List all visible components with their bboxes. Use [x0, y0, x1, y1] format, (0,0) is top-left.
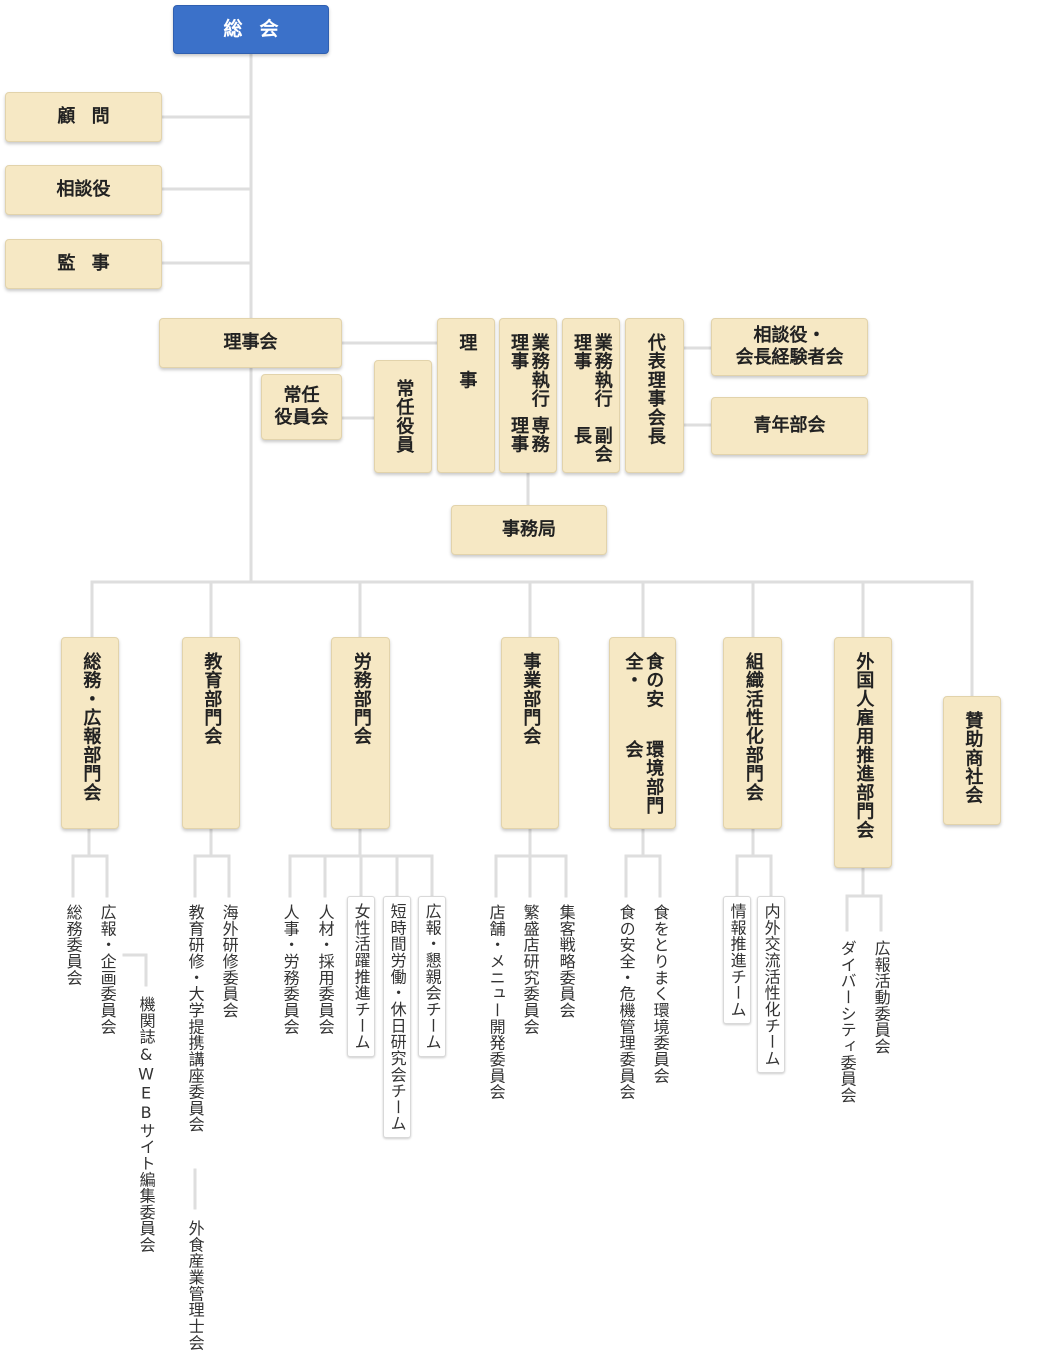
committee-label: 食をとりまく環境委員会	[650, 904, 670, 1084]
committee-label: 短時間労働・休日研究会チーム	[383, 896, 411, 1139]
executive-vice-chair-line1: 業務執行理事	[571, 333, 613, 408]
standing-committee-line1: 常任	[283, 384, 320, 406]
division-general-affairs-pr: 総務・広報部門会	[61, 637, 119, 829]
representative-director-line1: 代表理事	[644, 333, 666, 408]
division-label: 外国人雇用推進部門会	[853, 652, 875, 840]
committee-label: 人材・採用委員会	[315, 904, 335, 1035]
former-chairs-box: 相談役・ 会長経験者会	[711, 318, 868, 376]
committee-label: 外食産業管理士会	[185, 1220, 205, 1351]
committee-label: 人事・労務委員会	[280, 904, 300, 1035]
division-label: 事業部門会	[520, 652, 542, 746]
division-education: 教育部門会	[182, 637, 240, 829]
executive-director-box: 業務執行理事 専務理事	[499, 318, 557, 473]
standing-officers-label: 常任役員	[393, 379, 415, 454]
committee-label: 情報推進チーム	[723, 896, 751, 1025]
committee-label: 広報・企画委員会	[97, 904, 117, 1035]
committee-label: 集客戦略委員会	[556, 904, 576, 1019]
division-label-line1: 食の安全・	[622, 652, 665, 709]
representative-director-line2: 会長	[644, 407, 666, 446]
board-of-directors-box: 理事会	[159, 318, 342, 368]
standing-officers-box: 常任役員	[374, 360, 432, 473]
division-label-line2: 環境部門会	[622, 740, 665, 815]
advisor-box: 顧問	[5, 92, 162, 142]
division-organization-revitalization: 組織活性化部門会	[723, 637, 782, 829]
committee-label: 繁盛店研究委員会	[520, 904, 540, 1035]
division-label: 教育部門会	[201, 652, 223, 746]
division-label: 総務・広報部門会	[80, 652, 102, 802]
executive-director-line1: 業務執行理事	[508, 333, 550, 408]
division-food-safety-environment: 食の安全・ 環境部門会	[609, 637, 676, 829]
counselor-box: 相談役	[5, 165, 162, 215]
division-business: 事業部門会	[501, 637, 559, 829]
committee-label: 広報・懇親会チーム	[418, 896, 446, 1057]
standing-committee-box: 常任 役員会	[261, 374, 342, 440]
division-label: 賛助商社会	[962, 711, 984, 805]
committee-label: ダイバーシティ委員会	[837, 940, 857, 1104]
committee-label: 食の安全・危機管理委員会	[616, 904, 636, 1100]
former-chairs-line1: 相談役・	[753, 324, 826, 346]
committee-label: 総務委員会	[63, 904, 83, 986]
executive-vice-chair-box: 業務執行理事 副会長	[562, 318, 620, 473]
division-label: 労務部門会	[350, 652, 372, 746]
division-foreign-employment: 外国人雇用推進部門会	[834, 637, 892, 868]
division-supporting-companies: 賛助商社会	[943, 696, 1001, 825]
representative-director-box: 代表理事 会長	[625, 318, 684, 473]
standing-committee-line2: 役員会	[274, 407, 329, 428]
committee-label: 内外交流活性化チーム	[757, 896, 785, 1074]
committee-label: 店舗・メニュー開発委員会	[486, 904, 506, 1100]
secretariat-box: 事務局	[451, 505, 607, 555]
executive-vice-chair-line2: 副会長	[571, 425, 613, 464]
committee-label: 海外研修委員会	[219, 904, 239, 1019]
general-assembly-box: 総会	[173, 5, 329, 54]
committee-label: 広報活動委員会	[871, 940, 891, 1055]
committee-label: 教育研修・大学提携講座委員会	[185, 904, 205, 1133]
former-chairs-line2: 会長経験者会	[735, 347, 844, 368]
division-label: 組織活性化部門会	[742, 652, 764, 802]
director-box: 理 事	[437, 318, 495, 473]
executive-director-line2: 専務理事	[508, 416, 550, 454]
auditor-box: 監事	[5, 239, 162, 289]
youth-section-box: 青年部会	[711, 397, 868, 455]
division-labor: 労務部門会	[331, 637, 390, 829]
director-label: 理 事	[456, 333, 478, 390]
committee-label: 機関誌&WEBサイト編集委員会	[136, 996, 156, 1253]
committee-label: 女性活躍推進チーム	[347, 896, 375, 1057]
